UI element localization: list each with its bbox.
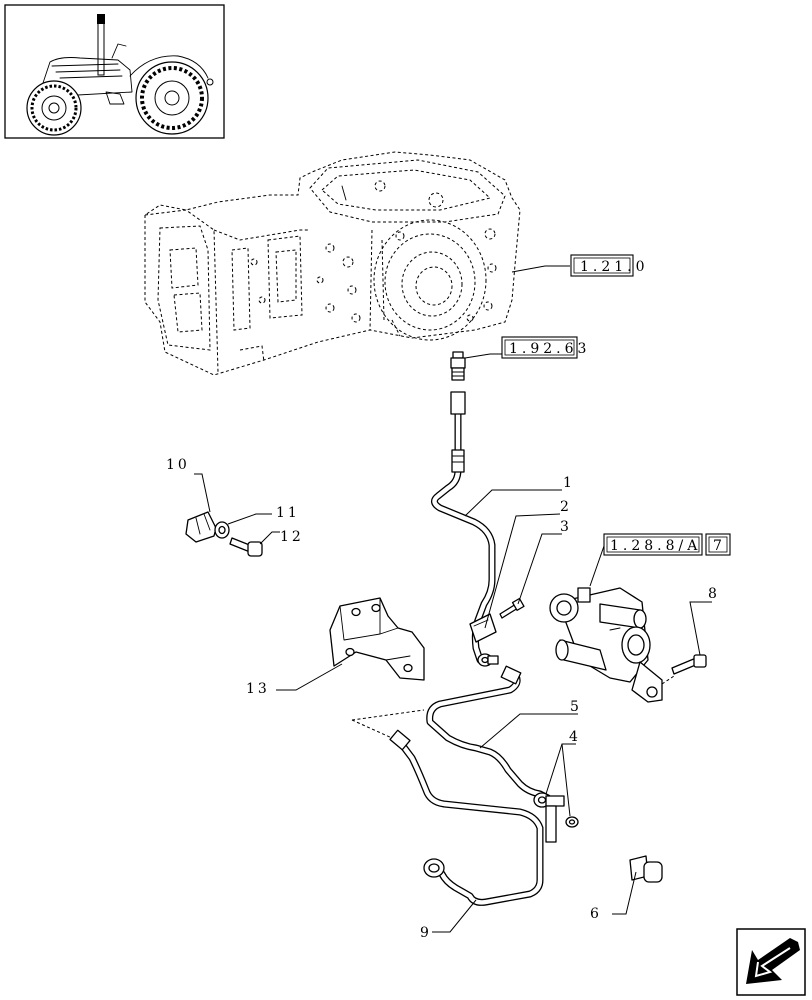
callout-3: 3 (560, 519, 572, 535)
tractor-thumbnail-icon (4, 4, 225, 139)
ref-box-cylinder: 1.28.8/A 7 (589, 533, 731, 587)
ref-cylinder-text: 1.28.8/A (610, 538, 701, 554)
bolt (229, 537, 263, 557)
ref-housing-text: 1.21.0 (580, 259, 649, 275)
bolt (661, 654, 707, 685)
callout-4: 4 (569, 729, 581, 745)
callout-12: 12 (280, 529, 304, 545)
callout-6: 6 (590, 906, 602, 922)
transmission-housing (144, 151, 521, 376)
ref-cylinder-sub-text: 7 (713, 538, 726, 554)
slave-cylinder (549, 587, 663, 703)
pipe-clip (185, 511, 217, 543)
banjo-fitting (423, 858, 445, 878)
plug (629, 855, 663, 883)
callout-11: 11 (276, 505, 300, 521)
pipe-9 (389, 729, 544, 906)
pipe-5 (426, 665, 552, 802)
ref-box-housing: 1.21.0 (570, 254, 649, 277)
next-page-arrow-icon[interactable] (736, 928, 806, 996)
callout-5: 5 (570, 699, 582, 715)
mounting-bracket (329, 597, 425, 681)
callout-2: 2 (560, 499, 572, 515)
pressure-switch (450, 351, 466, 381)
washer (214, 521, 230, 539)
callout-9: 9 (420, 925, 432, 941)
bolt (499, 597, 525, 619)
clamp (469, 613, 497, 643)
callout-10: 10 (166, 457, 190, 473)
ref-box-switch: 1.92.63 (501, 336, 590, 359)
ref-switch-text: 1.92.63 (509, 341, 590, 357)
callout-13: 13 (246, 681, 270, 697)
banjo-fitting (477, 653, 499, 667)
callout-8: 8 (708, 586, 720, 602)
callout-1: 1 (563, 475, 575, 491)
union-fitting (533, 792, 579, 843)
